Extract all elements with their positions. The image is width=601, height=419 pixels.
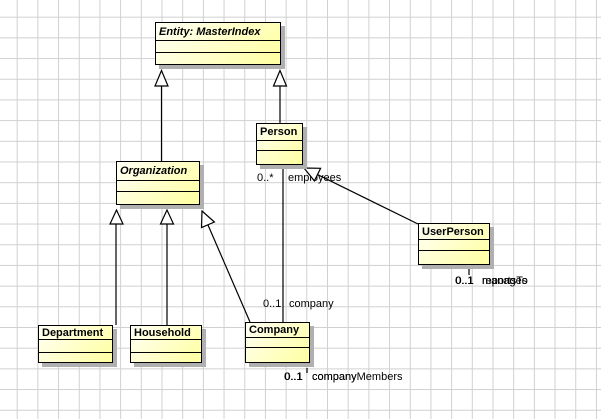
role-label-companymembers[interactable]: company companyMembers (312, 371, 403, 383)
class-title: Person (257, 124, 302, 141)
attributes-compartment (39, 340, 112, 353)
role-overlay-company: company (312, 371, 357, 383)
multiplicity-overlay: 0..1 (284, 371, 303, 383)
class-box-entity-masterindex[interactable]: Entity: MasterIndex (155, 22, 281, 65)
generalization-arrow-entity-right[interactable] (272, 68, 288, 87)
class-box-household[interactable]: Household (130, 325, 202, 363)
generalization-arrow-organization-right[interactable] (200, 209, 216, 229)
multiplicity-label-manages[interactable]: 0..1 0..1 (455, 275, 474, 287)
class-title: Entity: MasterIndex (156, 23, 280, 41)
edge-userperson-person[interactable] (317, 174, 419, 225)
attributes-compartment (246, 338, 309, 348)
class-box-company[interactable]: Company (245, 322, 310, 363)
class-title: Company (246, 323, 309, 338)
class-box-department[interactable]: Department (38, 325, 113, 363)
class-box-organization[interactable]: Organization (116, 161, 200, 205)
generalization-arrow-organization-mid[interactable] (159, 208, 175, 225)
edge-company-organization[interactable] (207, 224, 251, 323)
multiplicity-label-company[interactable]: 0..1 (263, 298, 282, 310)
attributes-compartment (131, 340, 201, 353)
class-title: UserPerson (419, 224, 489, 240)
role-overlay-reportsto: reportsTo (482, 275, 528, 287)
attributes-compartment (419, 240, 489, 251)
class-box-userperson[interactable]: UserPerson (418, 223, 490, 265)
class-box-person[interactable]: Person (256, 123, 303, 165)
multiplicity-overlay-2: 0..1 (455, 275, 474, 287)
generalization-arrow-entity-left[interactable] (154, 68, 169, 87)
class-title: Household (131, 326, 201, 340)
generalization-arrow-organization-left[interactable] (109, 208, 124, 225)
attributes-compartment (257, 141, 302, 151)
multiplicity-label-employees[interactable]: 0..* (257, 172, 274, 184)
multiplicity-label-companymembers[interactable]: 0..1 0..1 (284, 371, 303, 383)
class-title: Organization (117, 162, 199, 181)
attributes-compartment (117, 181, 199, 192)
role-label-manages-reportsto[interactable]: reportsTo manages (482, 275, 528, 287)
role-label-company[interactable]: company (289, 298, 334, 310)
attributes-compartment (156, 41, 280, 53)
generalization-arrow-person[interactable] (302, 167, 322, 183)
class-title: Department (39, 326, 112, 340)
